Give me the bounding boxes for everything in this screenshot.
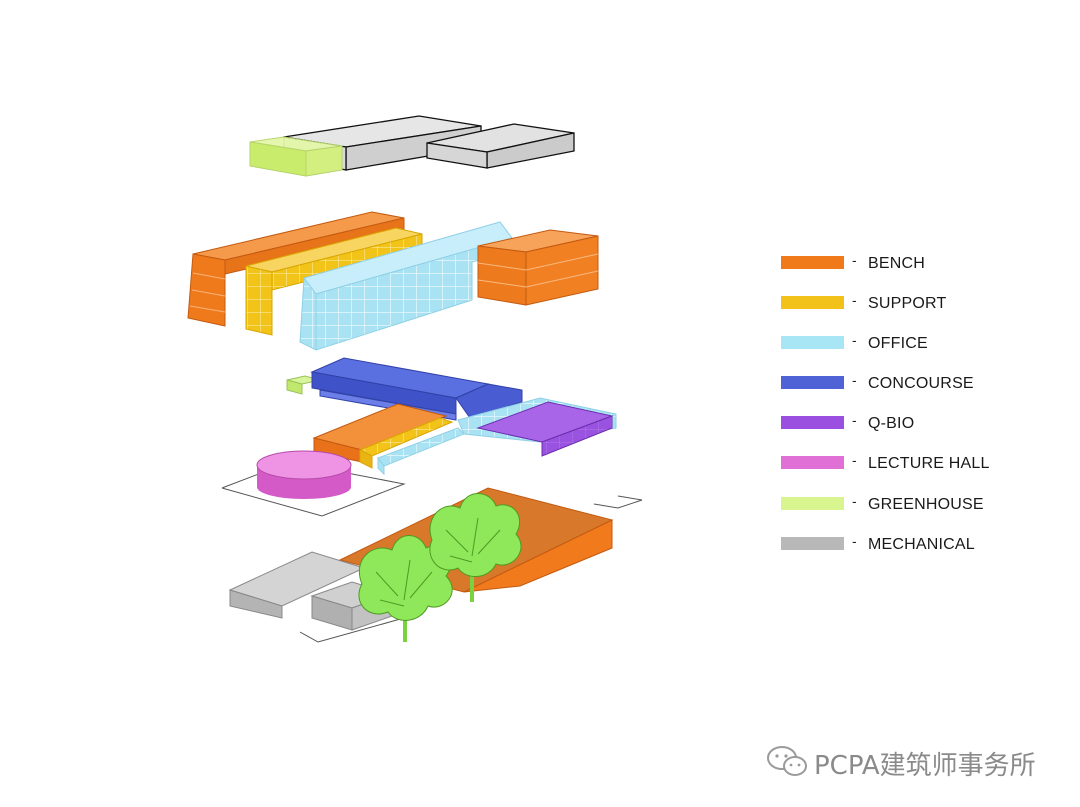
support-strip-mid — [358, 417, 454, 469]
legend-dash: - — [852, 452, 857, 468]
legend-dash: - — [852, 533, 857, 549]
legend-dash: - — [852, 493, 857, 509]
legend-item-office: - OFFICE — [781, 332, 1041, 352]
legend-swatch-concourse — [781, 376, 844, 389]
watermark-text: PCPA建筑师事务所 — [814, 751, 1036, 781]
watermark: PCPA建筑师事务所 — [766, 740, 1066, 781]
legend-label-support: SUPPORT — [868, 295, 947, 312]
level-roof — [249, 115, 575, 177]
level-three — [187, 211, 599, 351]
legend-dash: - — [852, 292, 857, 308]
tree-right — [429, 493, 522, 602]
legend-item-qbio: - Q-BIO — [781, 412, 1041, 432]
legend-label-greenhouse: GREENHOUSE — [868, 496, 984, 513]
legend-item-bench: - BENCH — [781, 252, 1041, 272]
bench-block-mid — [312, 403, 448, 463]
legend-swatch-support — [781, 296, 844, 309]
level-ground — [228, 487, 643, 643]
tree-left — [358, 535, 453, 642]
legend-swatch-lecture-hall — [781, 456, 844, 469]
legend-item-support: - SUPPORT — [781, 292, 1041, 312]
mechanical-block-ground — [228, 551, 394, 631]
qbio-block — [476, 401, 614, 457]
legend-label-office: OFFICE — [868, 335, 928, 352]
legend-dash: - — [852, 412, 857, 428]
lecture-hall-block — [256, 450, 352, 499]
level-two — [221, 357, 617, 517]
office-block — [299, 221, 513, 351]
legend-swatch-greenhouse — [781, 497, 844, 510]
legend-label-concourse: CONCOURSE — [868, 375, 974, 392]
legend-item-concourse: - CONCOURSE — [781, 372, 1041, 392]
wechat-icon — [767, 746, 807, 776]
legend-label-mechanical: MECHANICAL — [868, 536, 975, 553]
legend-label-qbio: Q-BIO — [868, 415, 915, 432]
legend-label-lecture-hall: LECTURE HALL — [868, 455, 990, 472]
legend-item-greenhouse: - GREENHOUSE — [781, 493, 1041, 513]
legend-item-mechanical: - MECHANICAL — [781, 533, 1041, 553]
legend-label-bench: BENCH — [868, 255, 926, 272]
ground-outline — [593, 495, 643, 509]
bench-block-right — [477, 229, 599, 306]
legend-swatch-qbio — [781, 416, 844, 429]
concourse-block — [310, 357, 523, 421]
legend-item-lecture-hall: - LECTURE HALL — [781, 452, 1041, 472]
legend-dash: - — [852, 372, 857, 388]
legend-swatch-bench — [781, 256, 844, 269]
greenhouse-roof-block — [249, 136, 343, 177]
legend-swatch-office — [781, 336, 844, 349]
legend-dash: - — [852, 332, 857, 348]
legend-swatch-mechanical — [781, 537, 844, 550]
legend-dash: - — [852, 252, 857, 268]
